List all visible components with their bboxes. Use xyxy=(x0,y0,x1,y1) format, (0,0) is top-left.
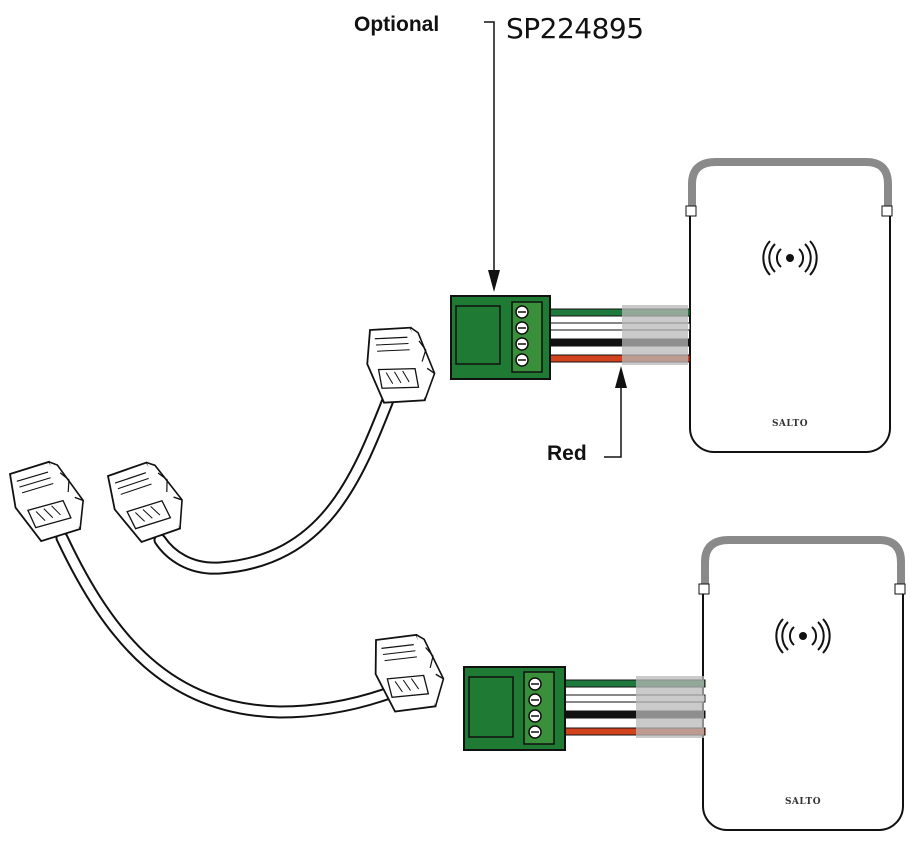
part-number-label: SP224895 xyxy=(506,12,644,45)
rj45-connector-mid xyxy=(105,457,188,547)
rfid-contactless-icon xyxy=(775,618,831,654)
rfid-contactless-icon xyxy=(762,240,818,276)
terminal-block-bottom xyxy=(463,666,566,751)
card-reader-top: SALTO xyxy=(685,158,893,453)
red-wire-label: Red xyxy=(547,442,587,465)
patch-cable-lower xyxy=(55,531,399,719)
wire-bundle-top xyxy=(544,305,691,365)
reader-brand-bottom: SALTO xyxy=(785,797,821,807)
rj45-connector-left xyxy=(8,457,88,545)
optional-leader-arrow xyxy=(484,21,500,292)
wire-bundle-bottom xyxy=(559,676,706,738)
patch-cable-upper xyxy=(153,383,399,575)
reader-brand-top: SALTO xyxy=(772,419,808,429)
red-leader-arrow xyxy=(604,366,627,458)
terminal-block-top xyxy=(450,295,551,380)
rj45-connector-bottom xyxy=(370,631,448,716)
rj45-connector-top xyxy=(359,321,442,410)
optional-label: Optional xyxy=(354,13,440,36)
card-reader-bottom: SALTO xyxy=(698,536,906,831)
